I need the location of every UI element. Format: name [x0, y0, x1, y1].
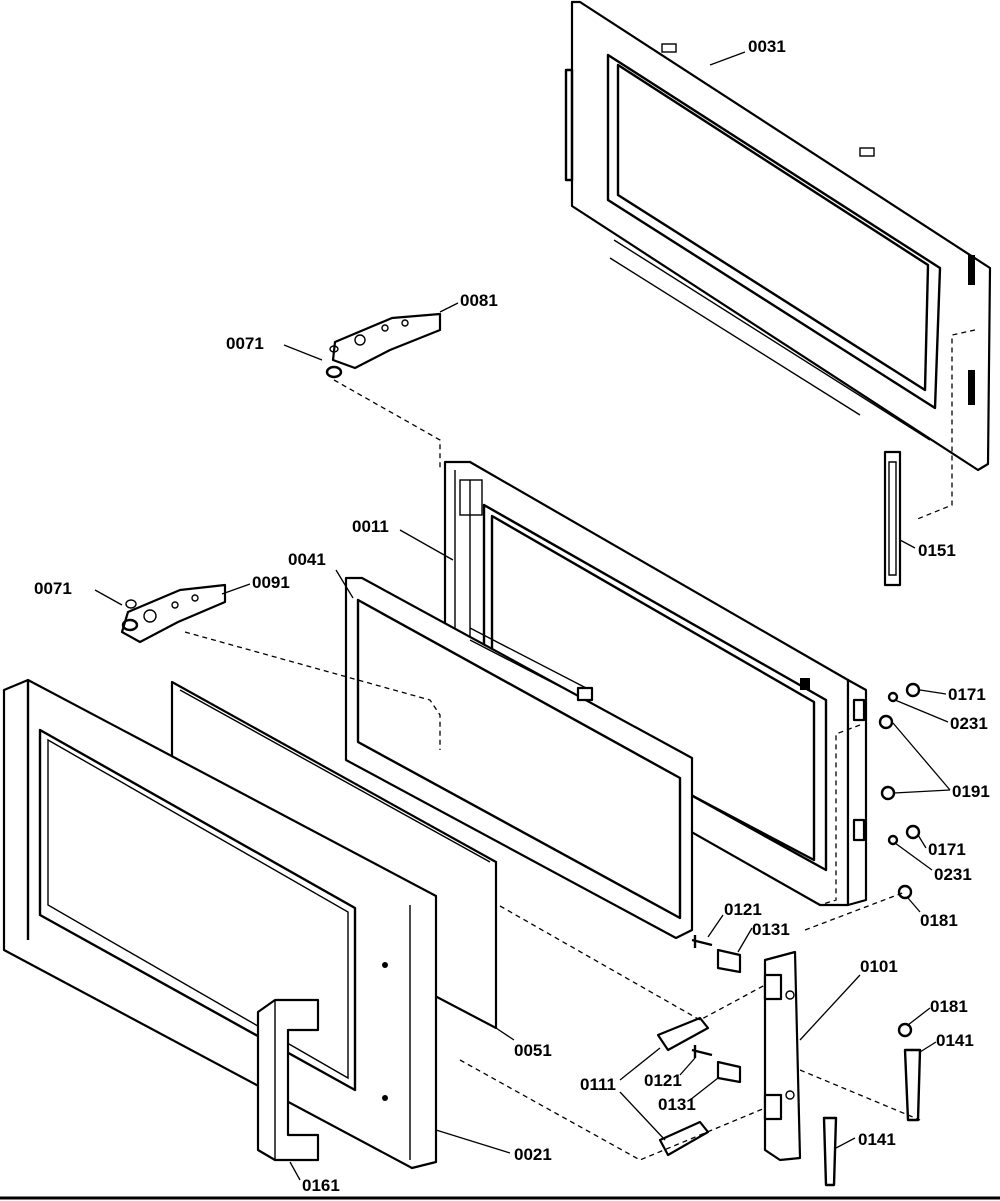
part-0111-lever-upper [656, 1016, 710, 1052]
part-0231-washer-b [887, 834, 899, 846]
part-0121-pin-upper [691, 935, 713, 948]
part-0041-choke-frame [344, 576, 694, 940]
label-0101: 0101 [860, 957, 898, 976]
label-0231-b: 0231 [934, 865, 972, 884]
part-0161-handle [256, 962, 388, 1162]
label-0121-a: 0121 [724, 900, 762, 919]
part-0111-lever-lower [658, 1120, 710, 1157]
label-0071-left: 0071 [34, 579, 72, 598]
label-0171-a: 0171 [948, 685, 986, 704]
part-0141-spring-bottom [822, 1116, 838, 1187]
part-0231-washer-a [887, 691, 899, 703]
part-0021-front-door [2, 678, 438, 1170]
part-labels: 0031 0081 0071 0151 0011 0041 0071 0091 … [34, 37, 990, 1195]
label-0141-b: 0141 [858, 1130, 896, 1149]
label-0021: 0021 [514, 1145, 552, 1164]
part-0181-screw-b [897, 1022, 913, 1038]
label-0091: 0091 [252, 573, 290, 592]
part-0131-bushing-upper [716, 948, 742, 974]
part-0071-washer-left [121, 599, 139, 632]
label-0171-b: 0171 [928, 840, 966, 859]
label-0151: 0151 [918, 541, 956, 560]
label-0191: 0191 [952, 782, 990, 801]
label-0041: 0041 [288, 550, 326, 569]
part-0101-hinge-plate [763, 950, 802, 1162]
label-0051: 0051 [514, 1041, 552, 1060]
label-0071-top: 0071 [226, 334, 264, 353]
part-0141-spring-right [903, 1048, 922, 1122]
part-0131-bushing-lower [716, 1060, 742, 1084]
label-0081: 0081 [460, 291, 498, 310]
label-0011: 0011 [352, 517, 389, 536]
part-0151-strip [883, 450, 902, 587]
part-0121-pin-lower [691, 1045, 713, 1058]
label-0131-b: 0131 [658, 1095, 696, 1114]
part-0171-screw-a [905, 682, 921, 698]
label-0231-a: 0231 [950, 714, 988, 733]
part-0081-hinge-bracket [331, 312, 442, 370]
label-0181-b: 0181 [930, 997, 968, 1016]
part-0091-hinge-bracket [120, 583, 227, 644]
label-0131-a: 0131 [752, 920, 790, 939]
label-0141-a: 0141 [936, 1031, 974, 1050]
label-0181-a: 0181 [920, 911, 958, 930]
label-0111: 0111 [580, 1075, 616, 1094]
label-0121-b: 0121 [644, 1071, 682, 1090]
part-0191-screw-pair [878, 714, 896, 801]
part-0171-screw-b [905, 824, 921, 840]
part-0071-washer-top [325, 345, 343, 379]
label-0031: 0031 [748, 37, 786, 56]
part-0181-screw-a [897, 884, 913, 900]
label-0161: 0161 [302, 1176, 340, 1195]
part-0031-outer-frame [564, 0, 992, 472]
leader-lines [94, 51, 951, 1181]
